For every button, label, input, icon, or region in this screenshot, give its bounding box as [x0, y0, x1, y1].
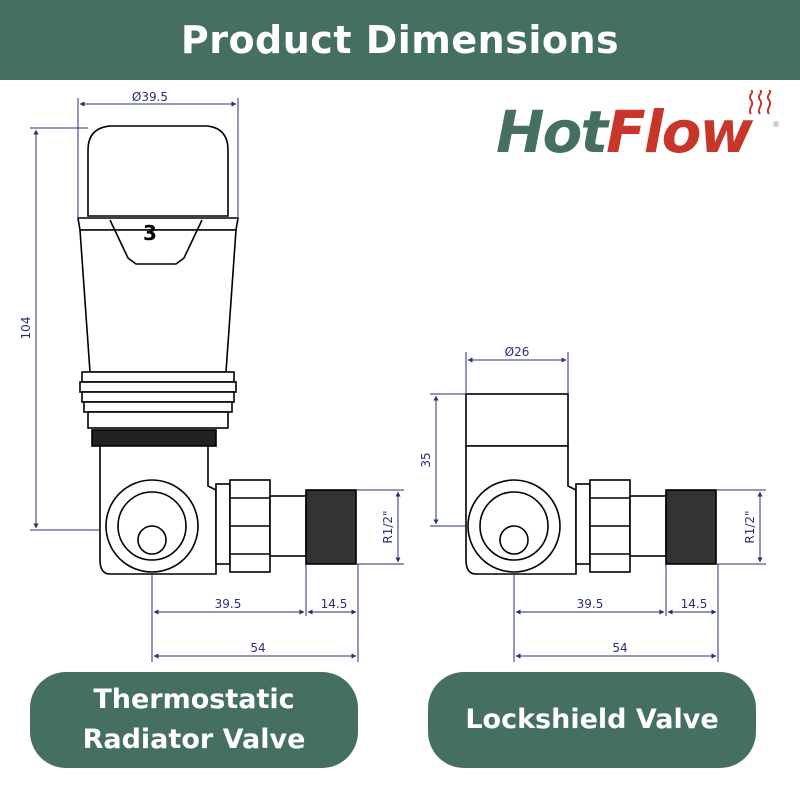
lockshield-union-flange: [575, 483, 591, 565]
registered-mark: ®: [772, 120, 780, 129]
thermo-thread-label: R1/2": [381, 510, 395, 543]
lock-body-width-label: 39.5: [577, 597, 604, 611]
lock-height-label: 35: [419, 452, 433, 467]
lock-total-width-label: 54: [612, 641, 627, 655]
logo-flow: Flow: [606, 98, 753, 166]
lockshield-valve-label-box: Lockshield Valve: [428, 672, 756, 768]
thermo-tail-width-label: 14.5: [321, 597, 348, 611]
dial-notch: [109, 219, 203, 265]
thermostat-cap: [87, 125, 229, 217]
ring-3: [81, 391, 235, 403]
lockshield-tail-pipe: [629, 495, 667, 557]
dimension-drawing: 3 Ø39.5 104 R1/2" 3: [19, 90, 766, 662]
logo-wordmark: HotFlow: [496, 98, 753, 166]
union-flange: [215, 483, 231, 565]
lockshield-threaded-tail: [665, 489, 717, 565]
steam-icon: [748, 90, 772, 115]
dial-number: 3: [143, 221, 157, 245]
lockshield-cap: [465, 393, 569, 447]
thermo-diameter-label: Ø39.5: [132, 90, 168, 104]
thermo-total-width-label: 54: [250, 641, 265, 655]
lock-tail-width-label: 14.5: [681, 597, 708, 611]
hotflow-logo: HotFlow ®: [496, 90, 786, 170]
thermo-body-width-label: 39.5: [215, 597, 242, 611]
ring-2: [79, 381, 237, 393]
thermostatic-valve-drawing: 3: [77, 125, 357, 575]
lockshield-valve-label: Lockshield Valve: [465, 704, 719, 735]
ring-1: [81, 371, 235, 383]
lockshield-valve-drawing: [465, 393, 717, 575]
ring-5: [87, 411, 229, 429]
thermostatic-valve-label: Thermostatic Radiator Valve: [82, 684, 306, 755]
tail-pipe: [269, 495, 307, 557]
page-title: Product Dimensions: [180, 18, 620, 62]
thermostatic-valve-label-box: Thermostatic Radiator Valve: [30, 672, 358, 768]
thermo-height-label: 104: [19, 317, 33, 340]
thermostat-dial-body: [79, 229, 237, 373]
lock-thread-label: R1/2": [743, 510, 757, 543]
cap-rim: [77, 217, 239, 231]
locking-nut: [91, 429, 217, 447]
logo-hot: Hot: [496, 98, 608, 166]
header-banner: Product Dimensions: [0, 0, 800, 80]
threaded-tail: [305, 489, 357, 565]
lock-diameter-label: Ø26: [505, 345, 530, 359]
lockshield-port-core: [499, 525, 529, 555]
valve-port-core: [137, 525, 167, 555]
ring-4: [83, 401, 233, 413]
